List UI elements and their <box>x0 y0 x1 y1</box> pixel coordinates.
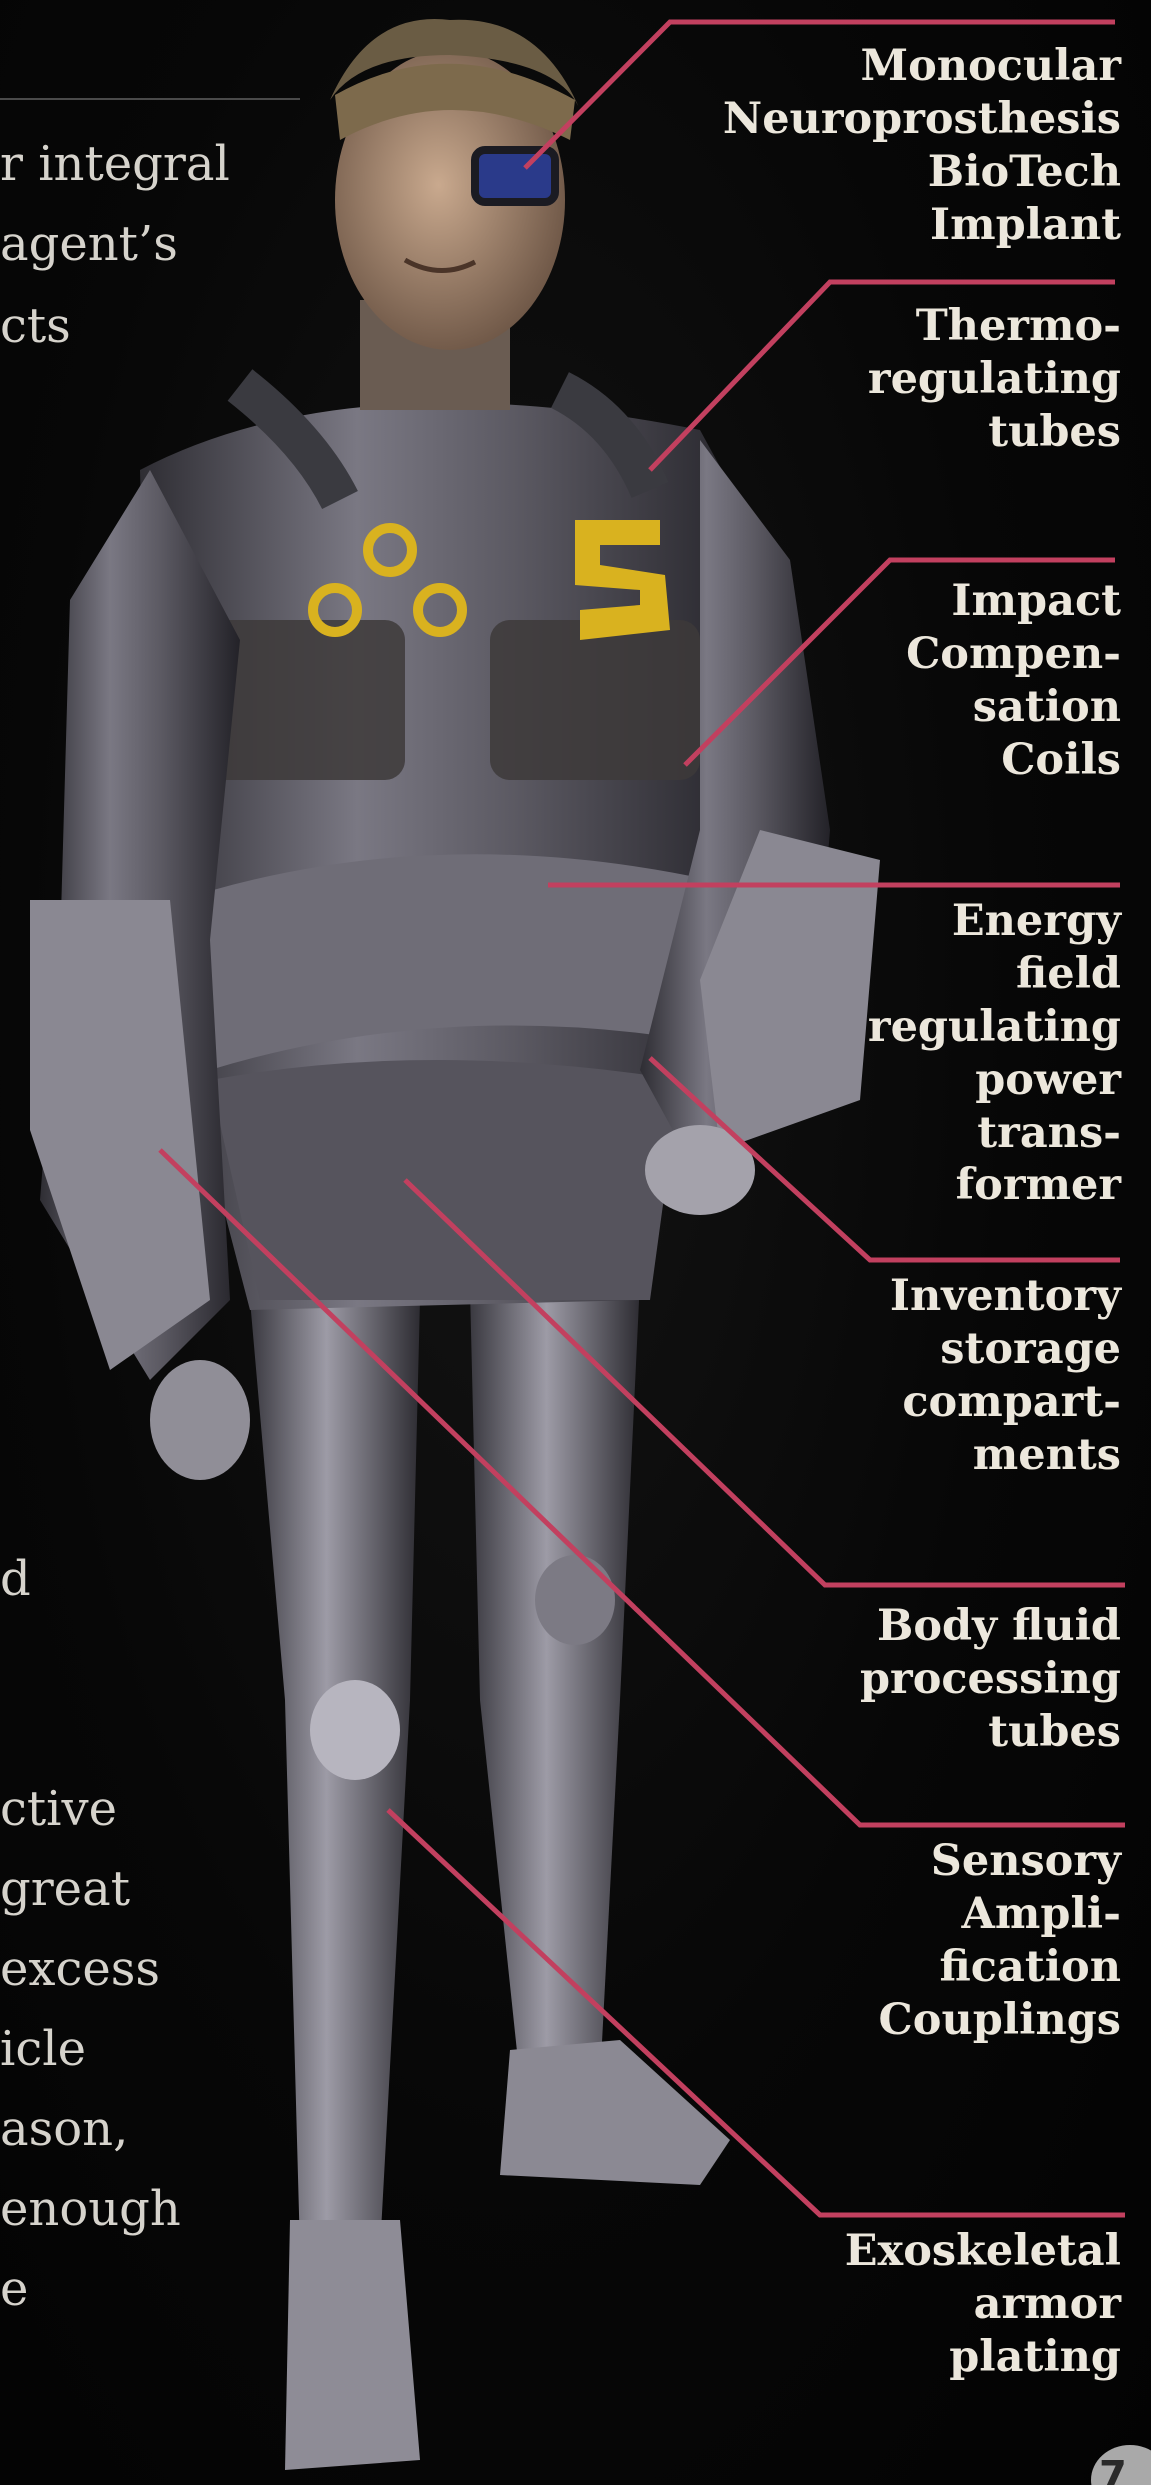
callout-line: ments <box>890 1429 1121 1482</box>
callout-line: BioTech <box>723 146 1121 199</box>
callout-line: plating <box>845 2331 1121 2384</box>
callout-line: Exoskeletal <box>845 2225 1121 2278</box>
callout-line: regulating <box>868 353 1121 406</box>
callout-line: Energy <box>868 895 1121 948</box>
callout-line: Thermo- <box>868 300 1121 353</box>
callout-line: Ampli- <box>879 1888 1121 1941</box>
callout-line: Implant <box>723 199 1121 252</box>
callout-line: storage <box>890 1323 1121 1376</box>
callout-energy-field-transformer: Energy field regulating power trans- for… <box>868 895 1121 1212</box>
callout-line: Neuroprosthesis <box>723 93 1121 146</box>
callout-line: power <box>868 1054 1121 1107</box>
callout-inventory-storage: Inventory storage compart- ments <box>890 1270 1121 1482</box>
callout-body-fluid-tubes: Body fluid processing tubes <box>860 1600 1121 1759</box>
callout-line: Body fluid <box>860 1600 1121 1653</box>
callout-exoskeletal-armor: Exoskeletal armor plating <box>845 2225 1121 2384</box>
callout-line: field <box>868 948 1121 1001</box>
callout-line: compart- <box>890 1376 1121 1429</box>
callout-line: Inventory <box>890 1270 1121 1323</box>
callout-line: sation <box>906 681 1121 734</box>
callout-line: Impact <box>906 575 1121 628</box>
callout-line: trans- <box>868 1107 1121 1160</box>
callout-line: former <box>868 1159 1121 1212</box>
callout-line: Coils <box>906 734 1121 787</box>
callout-line: Compen- <box>906 628 1121 681</box>
callout-thermoregulating-tubes: Thermo- regulating tubes <box>868 300 1121 459</box>
callout-line: Sensory <box>879 1835 1121 1888</box>
callout-line: tubes <box>860 1706 1121 1759</box>
callout-line: tubes <box>868 406 1121 459</box>
callout-sensory-amplification: Sensory Ampli- fication Couplings <box>879 1835 1121 2047</box>
callout-line: Monocular <box>723 40 1121 93</box>
callout-line: processing <box>860 1653 1121 1706</box>
callout-impact-compensation-coils: Impact Compen- sation Coils <box>906 575 1121 787</box>
callout-line: fication <box>879 1941 1121 1994</box>
callout-line: armor <box>845 2278 1121 2331</box>
callout-line: regulating <box>868 1001 1121 1054</box>
callout-monocular-neuroprosthesis: Monocular Neuroprosthesis BioTech Implan… <box>723 40 1121 252</box>
callout-line: Couplings <box>879 1994 1121 2047</box>
